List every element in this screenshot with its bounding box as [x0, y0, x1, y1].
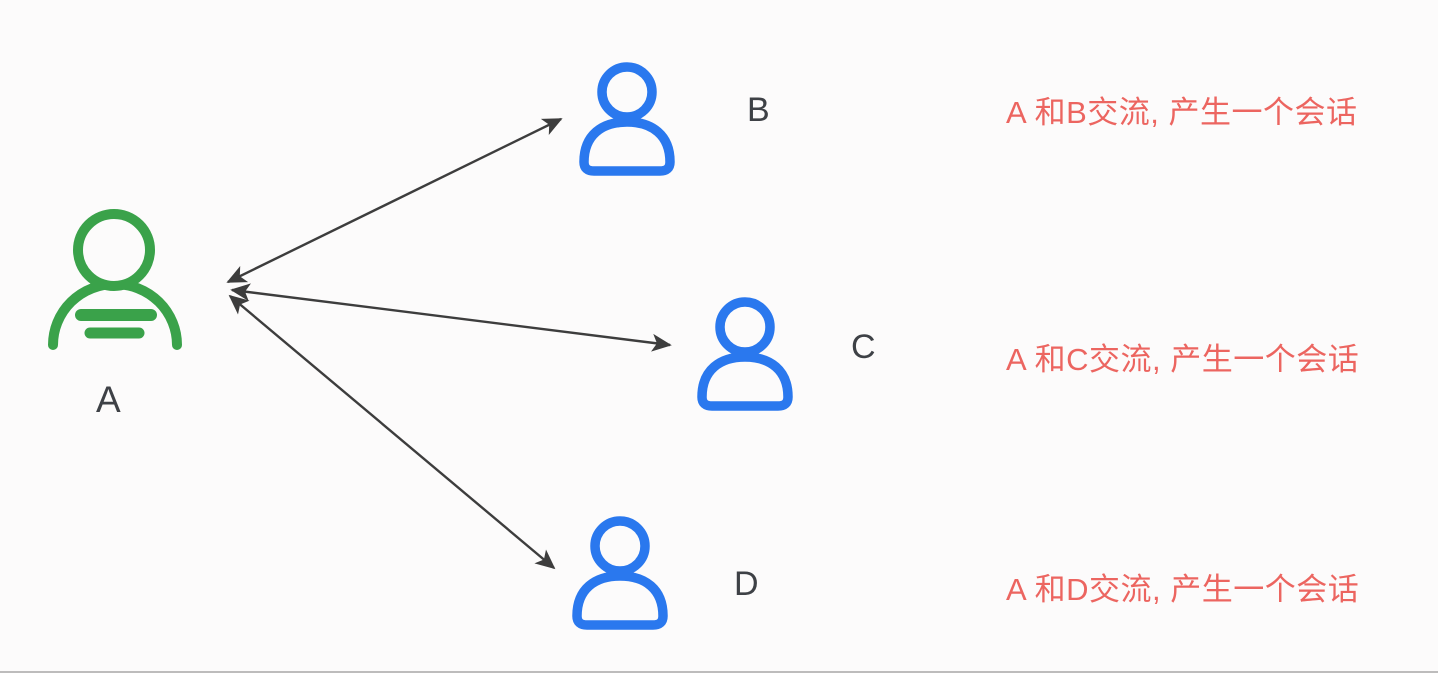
- blue-user-icon-b: [584, 67, 670, 171]
- edge-a-c-arrow: [230, 283, 672, 352]
- node-label-d: D: [734, 565, 759, 603]
- edge-a-d-arrow: [228, 294, 556, 570]
- annotation-a-b: A 和B交流, 产生一个会话: [1006, 95, 1358, 130]
- green-user-icon: [48, 209, 182, 350]
- bottom-edge-line: [0, 671, 1438, 673]
- annotation-a-c: A 和C交流, 产生一个会话: [1006, 342, 1360, 377]
- blue-user-icon-d: [577, 521, 663, 625]
- edge-a-b-arrow: [226, 117, 563, 284]
- node-label-b: B: [747, 91, 770, 129]
- node-label-c: C: [851, 328, 876, 366]
- annotation-a-d: A 和D交流, 产生一个会话: [1006, 572, 1360, 607]
- node-label-a: A: [96, 379, 121, 420]
- blue-user-icon-c: [702, 302, 788, 406]
